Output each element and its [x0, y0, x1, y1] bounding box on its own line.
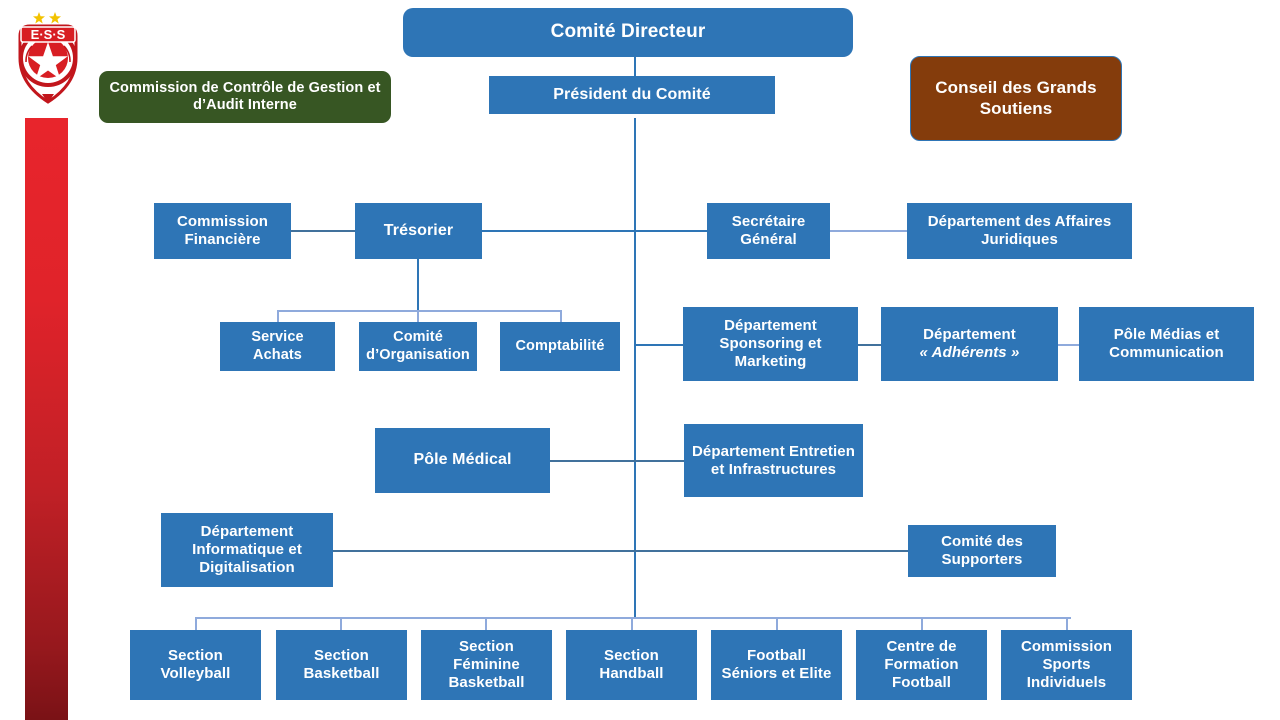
- left-red-accent-bar: [25, 118, 68, 720]
- node-comite-des-supporters[interactable]: Comité des Supporters: [908, 525, 1056, 577]
- connector-stem-section-4: [631, 617, 633, 631]
- connector-comite-to-president: [634, 57, 636, 79]
- node-departement-affaires-juridiques[interactable]: Département des Affaires Juridiques: [907, 203, 1132, 259]
- connector-spine-secretaire-general: [634, 230, 708, 232]
- connector-sections-bracket: [195, 617, 1071, 619]
- connector-stem-section-2: [340, 617, 342, 631]
- connector-stem-section-1: [195, 617, 197, 631]
- node-section-feminine-basketball[interactable]: Section Féminine Basketball: [421, 630, 552, 700]
- node-president-du-comite[interactable]: Président du Comité: [489, 76, 775, 114]
- connector-tresorier-drop: [417, 259, 419, 311]
- node-commission-controle-gestion-audit[interactable]: Commission de Contrôle de Gestion et d’A…: [99, 71, 391, 123]
- connector-stem-comptabilite: [560, 310, 562, 323]
- node-pole-medias-communication[interactable]: Pôle Médias et Communication: [1079, 307, 1254, 381]
- connector-central-spine: [634, 118, 636, 618]
- node-comite-organisation[interactable]: Comité d’Organisation: [359, 322, 477, 371]
- node-service-achats[interactable]: Service Achats: [220, 322, 335, 371]
- connector-stem-service-achats: [277, 310, 279, 323]
- node-departement-entretien-infrastructures[interactable]: Département Entretien et Infrastructures: [684, 424, 863, 497]
- connector-stem-section-7: [1066, 617, 1068, 631]
- connector-stem-section-5: [776, 617, 778, 631]
- node-comite-directeur[interactable]: Comité Directeur: [403, 8, 853, 57]
- node-football-seniors-elite[interactable]: Football Séniors et Elite: [711, 630, 842, 700]
- node-comptabilite[interactable]: Comptabilité: [500, 322, 620, 371]
- connector-sponsoring-adherents: [858, 344, 882, 346]
- connector-spine-sponsoring: [634, 344, 684, 346]
- connector-stem-section-6: [921, 617, 923, 631]
- node-commission-sports-individuels[interactable]: Commission Sports Individuels: [1001, 630, 1132, 700]
- connector-stem-section-3: [485, 617, 487, 631]
- connector-commission-financiere-tresorier: [291, 230, 355, 232]
- node-departement-sponsoring-marketing[interactable]: Département Sponsoring et Marketing: [683, 307, 858, 381]
- connector-tresorier-bracket: [277, 310, 562, 312]
- node-commission-financiere[interactable]: Commission Financière: [154, 203, 291, 259]
- connector-secretaire-affaires-juridiques: [830, 230, 908, 232]
- connector-spine-entretien: [634, 460, 685, 462]
- node-conseil-grands-soutiens[interactable]: Conseil des Grands Soutiens: [910, 56, 1122, 141]
- node-section-volleyball[interactable]: Section Volleyball: [130, 630, 261, 700]
- connector-pole-medical-spine: [550, 460, 636, 462]
- node-tresorier[interactable]: Trésorier: [355, 203, 482, 259]
- connector-adherents-pole-medias: [1057, 344, 1079, 346]
- node-section-handball[interactable]: Section Handball: [566, 630, 697, 700]
- connector-informatique-supporters: [333, 550, 908, 552]
- node-departement-informatique-digitalisation[interactable]: Département Informatique et Digitalisati…: [161, 513, 333, 587]
- ess-club-crest-logo: E·S·S: [8, 6, 88, 111]
- node-adherents-line2: « Adhérents »: [919, 344, 1020, 361]
- node-centre-formation-football[interactable]: Centre de Formation Football: [856, 630, 987, 700]
- node-adherents-line1: Département: [923, 326, 1016, 344]
- node-pole-medical[interactable]: Pôle Médical: [375, 428, 550, 493]
- connector-stem-comite-organisation: [417, 310, 419, 323]
- node-departement-adherents[interactable]: Département « Adhérents »: [881, 307, 1058, 381]
- connector-tresorier-spine: [482, 230, 636, 232]
- svg-text:E·S·S: E·S·S: [31, 27, 66, 42]
- node-section-basketball[interactable]: Section Basketball: [276, 630, 407, 700]
- node-secretaire-general[interactable]: Secrétaire Général: [707, 203, 830, 259]
